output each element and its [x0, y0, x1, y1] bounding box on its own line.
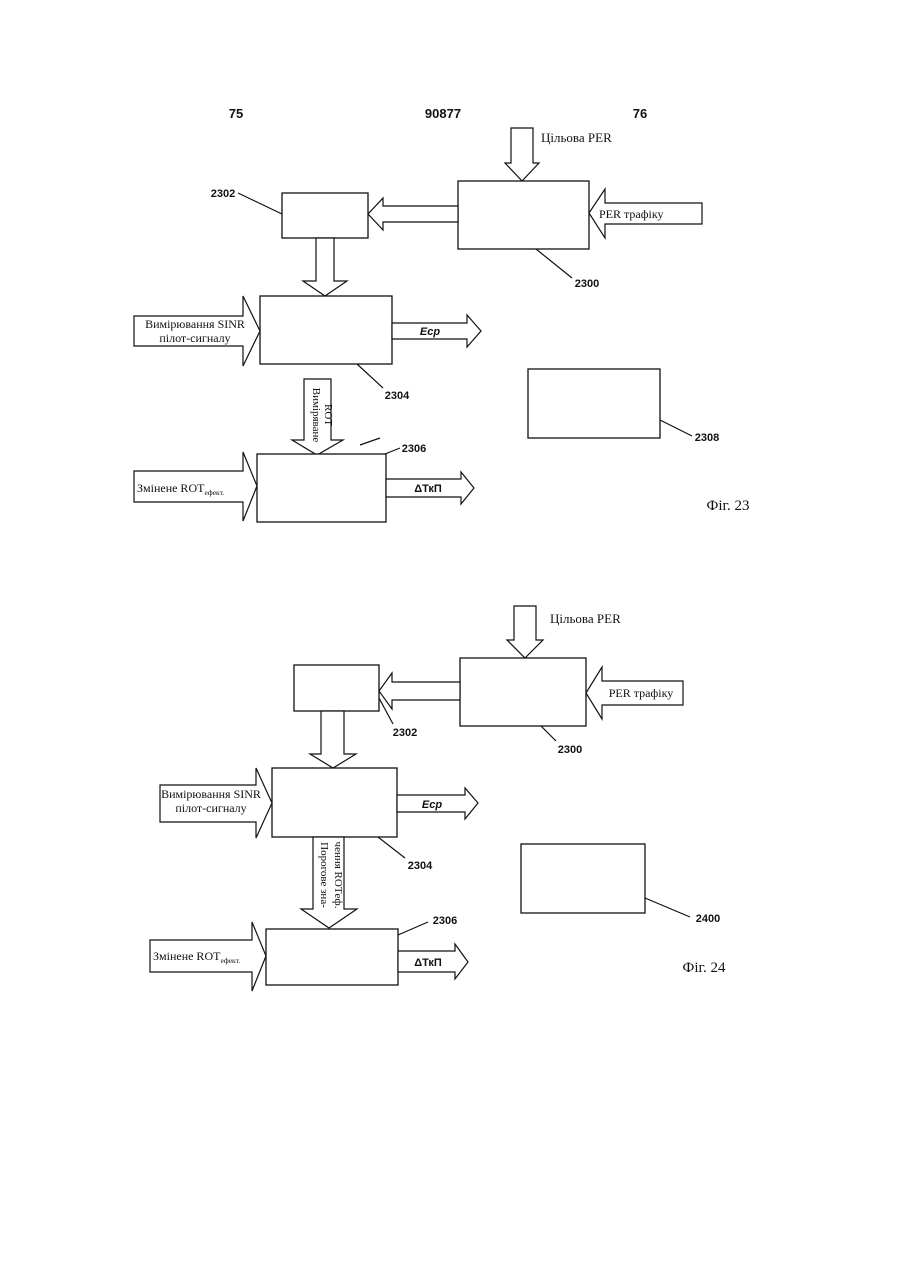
target-per-label: Цільова PER — [550, 611, 621, 626]
patent-number: 90877 — [425, 106, 461, 121]
sinr-label-line1: Вимірювання SINR — [161, 787, 261, 801]
leader-2300 — [536, 249, 572, 278]
label-2400: 2400 — [696, 913, 720, 925]
leader-2306 — [385, 448, 400, 454]
ecp-label: Eср — [420, 326, 440, 338]
target-per-arrow — [505, 128, 539, 181]
changed-rot-main: Змінене ROT — [137, 481, 205, 495]
sinr-label-line1: Вимірювання SINR — [145, 317, 245, 331]
label-2306: 2306 — [433, 915, 457, 927]
block-2302 — [294, 665, 379, 711]
measured-rot-line1: Виміряване — [310, 388, 322, 443]
label-2304: 2304 — [408, 860, 433, 872]
leader-2302 — [238, 193, 282, 214]
block-2300 — [458, 181, 589, 249]
changed-rot-sub: ефект. — [220, 956, 240, 965]
figure-caption: Фіг. 23 — [707, 498, 750, 514]
measured-rot-line2: ROT — [322, 404, 334, 426]
sinr-label-line2: пілот-сигналу — [159, 331, 230, 345]
ecp-label: Eср — [422, 799, 442, 811]
target-per-arrow — [507, 606, 543, 658]
dtkp-label: ΔТкП — [414, 483, 442, 495]
threshold-line2: чення ROTеф. — [332, 842, 344, 909]
target-per-label: Цільова PER — [541, 130, 612, 145]
leader-2304 — [357, 364, 383, 388]
label-2300: 2300 — [575, 278, 599, 290]
figure-24: Цільова PER PER трафіку 2302 Вимірювання… — [150, 606, 726, 991]
label-2302: 2302 — [211, 188, 235, 200]
leader-2300 — [541, 726, 556, 741]
label-2306: 2306 — [402, 443, 426, 455]
traffic-per-label: PER трафіку — [609, 686, 674, 700]
page-number-right: 76 — [633, 106, 647, 121]
label-2308: 2308 — [695, 432, 719, 444]
block-2304 — [260, 296, 392, 364]
block-2304 — [272, 768, 397, 837]
figure-caption: Фіг. 24 — [683, 960, 726, 976]
block-2302 — [282, 193, 368, 238]
dtkp-label: ΔТкП — [414, 957, 442, 969]
leader-2306 — [398, 922, 428, 935]
figure-23: Цільова PER PER трафіку 2302 Вимірювання… — [134, 128, 749, 522]
leader-2308 — [660, 420, 692, 436]
changed-rot-sub: ефект. — [204, 488, 224, 497]
arrow-2300-to-2302 — [379, 673, 460, 709]
leader-2304 — [378, 837, 405, 858]
stray-mark — [360, 438, 380, 445]
changed-rot-main: Змінене ROT — [153, 949, 221, 963]
arrow-2302-to-2304 — [310, 711, 356, 768]
block-2308 — [528, 369, 660, 438]
label-2300: 2300 — [558, 744, 582, 756]
page-number-left: 75 — [229, 106, 243, 121]
label-2304: 2304 — [385, 390, 410, 402]
block-2400 — [521, 844, 645, 913]
arrow-2300-to-2302 — [368, 198, 458, 230]
sinr-label-line2: пілот-сигналу — [175, 801, 246, 815]
block-2300 — [460, 658, 586, 726]
label-2302: 2302 — [393, 727, 417, 739]
traffic-per-label: PER трафіку — [599, 207, 664, 221]
block-2306 — [257, 454, 386, 522]
threshold-line1: Порогове зна- — [318, 842, 330, 908]
arrow-2302-to-2304 — [303, 238, 347, 296]
leader-2400 — [645, 898, 690, 917]
block-2306 — [266, 929, 398, 985]
